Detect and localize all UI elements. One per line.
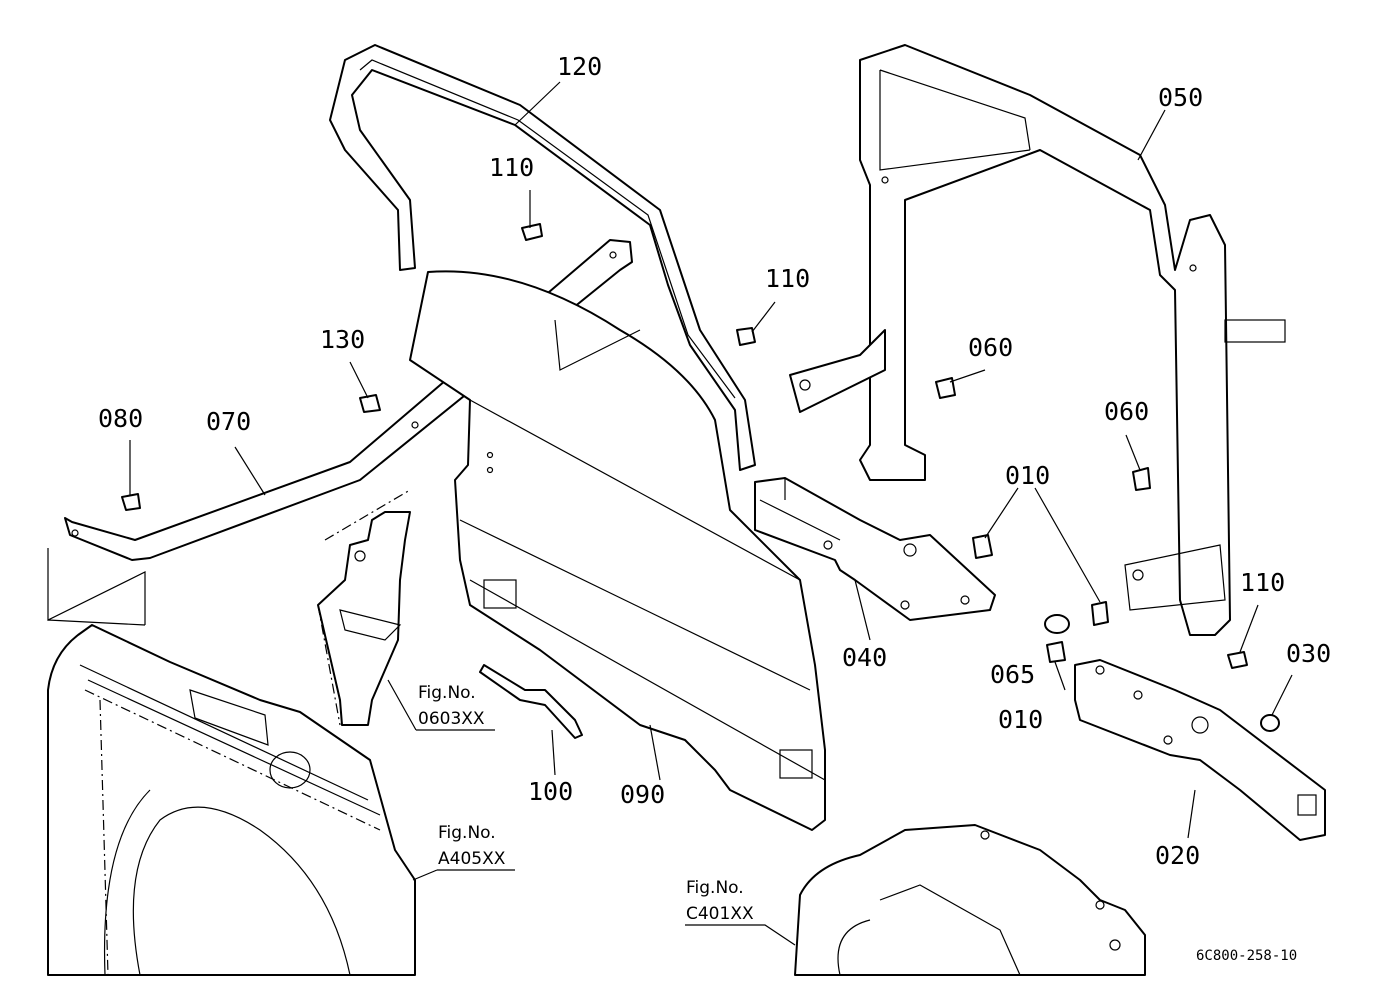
label-090: 090 bbox=[620, 780, 665, 809]
label-110-mid: 110 bbox=[765, 264, 810, 293]
fig-ref-a405xx-title: Fig.No. bbox=[438, 823, 496, 843]
label-060-left: 060 bbox=[968, 333, 1013, 362]
label-010-upper: 010 bbox=[1005, 461, 1050, 490]
bolt-080 bbox=[121, 493, 141, 511]
bolt-010-b bbox=[1091, 601, 1109, 626]
bolt-010-c bbox=[1046, 641, 1066, 663]
bolt-010-a bbox=[972, 534, 993, 559]
seal-120 bbox=[329, 44, 756, 471]
bolt-110-mid bbox=[736, 327, 756, 346]
label-120: 120 bbox=[557, 52, 602, 81]
label-130: 130 bbox=[320, 325, 365, 354]
ref-bracket-0603xx bbox=[317, 489, 411, 726]
label-065: 065 bbox=[990, 660, 1035, 689]
bolt-110-upper bbox=[521, 223, 543, 241]
transmission-housing bbox=[794, 824, 1146, 976]
label-010-lower: 010 bbox=[998, 705, 1043, 734]
fig-ref-a405xx-number: A405XX bbox=[438, 849, 506, 869]
bracket-020 bbox=[1074, 659, 1326, 841]
bolt-110-lower bbox=[1227, 651, 1248, 669]
label-110-right: 110 bbox=[1240, 568, 1285, 597]
label-070: 070 bbox=[206, 407, 251, 436]
cover-090 bbox=[409, 270, 826, 831]
strip-100 bbox=[479, 664, 583, 739]
cap-065 bbox=[1044, 614, 1070, 634]
fig-ref-c401xx-number: C401XX bbox=[686, 904, 754, 924]
bolt-130 bbox=[359, 394, 381, 413]
label-100: 100 bbox=[528, 777, 573, 806]
fig-ref-0603xx-title: Fig.No. bbox=[418, 683, 476, 703]
nut-030 bbox=[1260, 714, 1280, 732]
part-labels: 010 010 020 030 040 050 060 060 065 070 … bbox=[98, 52, 1331, 870]
leader-lines bbox=[129, 81, 1293, 946]
stay-070 bbox=[64, 239, 633, 561]
label-030: 030 bbox=[1286, 639, 1331, 668]
figure-refs: Fig.No. 0603XX Fig.No. A405XX Fig.No. C4… bbox=[418, 683, 754, 924]
fig-ref-0603xx-number: 0603XX bbox=[418, 709, 485, 729]
drawing-code: 6C800-258-10 bbox=[1196, 948, 1297, 964]
bolt-060-a bbox=[935, 377, 956, 399]
label-040: 040 bbox=[842, 643, 887, 672]
label-020: 020 bbox=[1155, 841, 1200, 870]
label-050: 050 bbox=[1158, 83, 1203, 112]
guide-box-080 bbox=[47, 548, 146, 626]
label-080: 080 bbox=[98, 404, 143, 433]
label-110-upper: 110 bbox=[489, 153, 534, 182]
fig-ref-c401xx-title: Fig.No. bbox=[686, 878, 744, 898]
frame-050 bbox=[859, 44, 1286, 636]
label-060-right: 060 bbox=[1104, 397, 1149, 426]
bracket-040 bbox=[754, 477, 996, 621]
bolt-060-b bbox=[1132, 467, 1151, 491]
bracket-mid bbox=[789, 329, 886, 413]
radiator-shroud bbox=[47, 624, 416, 976]
